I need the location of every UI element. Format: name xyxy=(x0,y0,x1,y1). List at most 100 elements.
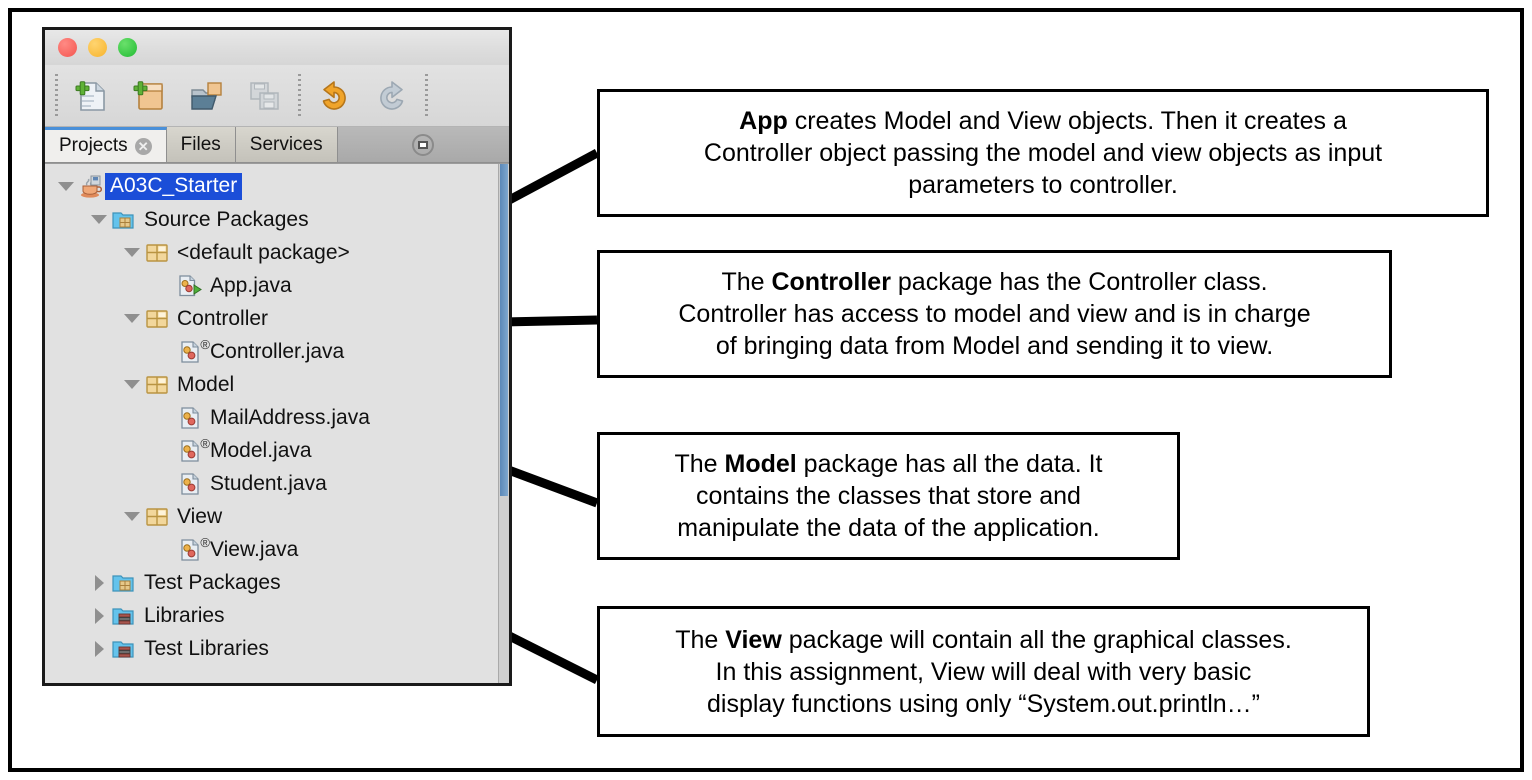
libraries-folder-icon xyxy=(110,636,138,662)
chevron-right-icon[interactable] xyxy=(88,640,110,657)
tree-node-label: Controller.java xyxy=(210,339,345,363)
tab-close-icon[interactable]: ✕ xyxy=(134,137,152,155)
tree-node[interactable]: MailAddress.java xyxy=(45,401,498,434)
window-titlebar xyxy=(45,30,509,65)
tree-node-label: Test Packages xyxy=(144,570,281,594)
tree-node[interactable]: Test Libraries xyxy=(45,632,498,665)
java-class-icon xyxy=(181,406,199,429)
tab-label: Files xyxy=(180,133,221,155)
chevron-right-icon[interactable] xyxy=(88,574,110,591)
toolbar-separator xyxy=(55,73,58,118)
tree-node[interactable]: Controller xyxy=(45,302,498,335)
java-class-icon xyxy=(181,340,199,363)
tree-node-label: Libraries xyxy=(144,603,225,627)
tab-files[interactable]: Files xyxy=(166,127,236,162)
tree-node-label: <default package> xyxy=(177,240,350,264)
annotation-line: manipulate the data of the application. xyxy=(677,512,1100,544)
java-class-icon: ® xyxy=(176,436,210,464)
tab-label: Projects xyxy=(59,135,128,156)
tree-node[interactable]: Test Packages xyxy=(45,566,498,599)
tree-node[interactable]: A03C_Starter xyxy=(45,170,498,203)
redo-icon xyxy=(380,80,404,110)
new-project-button[interactable] xyxy=(120,70,178,122)
chevron-down-icon[interactable] xyxy=(121,314,143,323)
tree-node[interactable]: ®View.java xyxy=(45,533,498,566)
annotation-line: App creates Model and View objects. Then… xyxy=(739,105,1347,137)
annotation-text: display functions using only “System.out… xyxy=(706,689,1261,718)
save-all-icon xyxy=(250,81,279,110)
annotation-text: contains the classes that store and xyxy=(696,482,1081,510)
annotation-text: of bringing data from Model and sending … xyxy=(715,332,1274,360)
zoom-window-button[interactable] xyxy=(118,38,137,57)
java-main-class-icon xyxy=(179,274,202,296)
chevron-down-icon[interactable] xyxy=(121,248,143,257)
chevron-down-icon[interactable] xyxy=(121,380,143,389)
tree-node[interactable]: Model xyxy=(45,368,498,401)
annotation-line: The Model package has all the data. It xyxy=(674,448,1102,480)
main-toolbar xyxy=(45,65,509,127)
package-icon xyxy=(146,309,168,328)
tree-node-label: View.java xyxy=(210,537,299,561)
tab-projects[interactable]: Projects ✕ xyxy=(45,127,167,162)
undo-icon xyxy=(322,80,346,110)
java-class-icon: ® xyxy=(176,337,210,365)
tree-node-label: Model xyxy=(177,372,235,396)
annotation-emphasis: Model xyxy=(724,450,797,478)
java-project-icon xyxy=(81,175,102,198)
chevron-down-icon[interactable] xyxy=(55,182,77,191)
annotation-text: package has the Controller class. xyxy=(890,268,1268,296)
annotation-line: parameters to controller. xyxy=(908,169,1178,201)
libraries-folder-icon xyxy=(112,640,134,658)
java-class-icon: ® xyxy=(176,535,210,563)
tree-node[interactable]: Libraries xyxy=(45,599,498,632)
minimize-window-button[interactable] xyxy=(88,38,107,57)
annotation-text: Controller has access to model and view … xyxy=(678,300,1311,328)
tree-node-label: Model.java xyxy=(210,438,312,462)
chevron-right-icon[interactable] xyxy=(88,607,110,624)
tree-node[interactable]: View xyxy=(45,500,498,533)
annotation-line: Controller object passing the model and … xyxy=(704,137,1382,169)
package-icon xyxy=(143,240,171,266)
tree-node-label: Controller xyxy=(177,306,269,330)
scrollbar-thumb[interactable] xyxy=(500,164,508,497)
annotation-line: Controller has access to model and view … xyxy=(678,298,1310,330)
java-class-icon xyxy=(181,439,199,462)
tree-node-label: Test Libraries xyxy=(144,636,269,660)
annotation-text: creates Model and View objects. Then it … xyxy=(787,107,1347,135)
tree-node[interactable]: Source Packages xyxy=(45,203,498,236)
tree-node[interactable]: <default package> xyxy=(45,236,498,269)
tabstrip-filler xyxy=(337,127,509,162)
minimize-panel-icon[interactable] xyxy=(412,133,435,156)
tree-node[interactable]: ®Controller.java xyxy=(45,335,498,368)
new-file-button[interactable] xyxy=(62,70,120,122)
tree-node[interactable]: ®Model.java xyxy=(45,434,498,467)
save-all-button[interactable] xyxy=(236,70,294,122)
libraries-folder-icon xyxy=(112,607,134,625)
java-class-icon xyxy=(176,405,204,431)
undo-button[interactable] xyxy=(305,70,363,122)
java-class-icon xyxy=(181,538,199,561)
java-badge-icon: ® xyxy=(200,534,210,550)
chevron-down-icon[interactable] xyxy=(121,512,143,521)
tree-vertical-scrollbar[interactable] xyxy=(498,164,509,683)
new-file-icon xyxy=(75,80,105,111)
view-annotation: The View package will contain all the gr… xyxy=(597,606,1370,737)
tab-services[interactable]: Services xyxy=(235,127,338,162)
annotation-emphasis: App xyxy=(739,107,788,135)
close-window-button[interactable] xyxy=(58,38,77,57)
tree-node[interactable]: App.java xyxy=(45,269,498,302)
java-class-icon xyxy=(181,472,199,495)
app-annotation: App creates Model and View objects. Then… xyxy=(597,89,1489,217)
package-icon xyxy=(146,375,168,394)
tree-node[interactable]: Student.java xyxy=(45,467,498,500)
annotation-line: contains the classes that store and xyxy=(696,480,1081,512)
redo-button[interactable] xyxy=(363,70,421,122)
annotation-text: Controller object passing the model and … xyxy=(703,139,1383,167)
chevron-down-icon[interactable] xyxy=(88,215,110,224)
open-project-button[interactable] xyxy=(178,70,236,122)
